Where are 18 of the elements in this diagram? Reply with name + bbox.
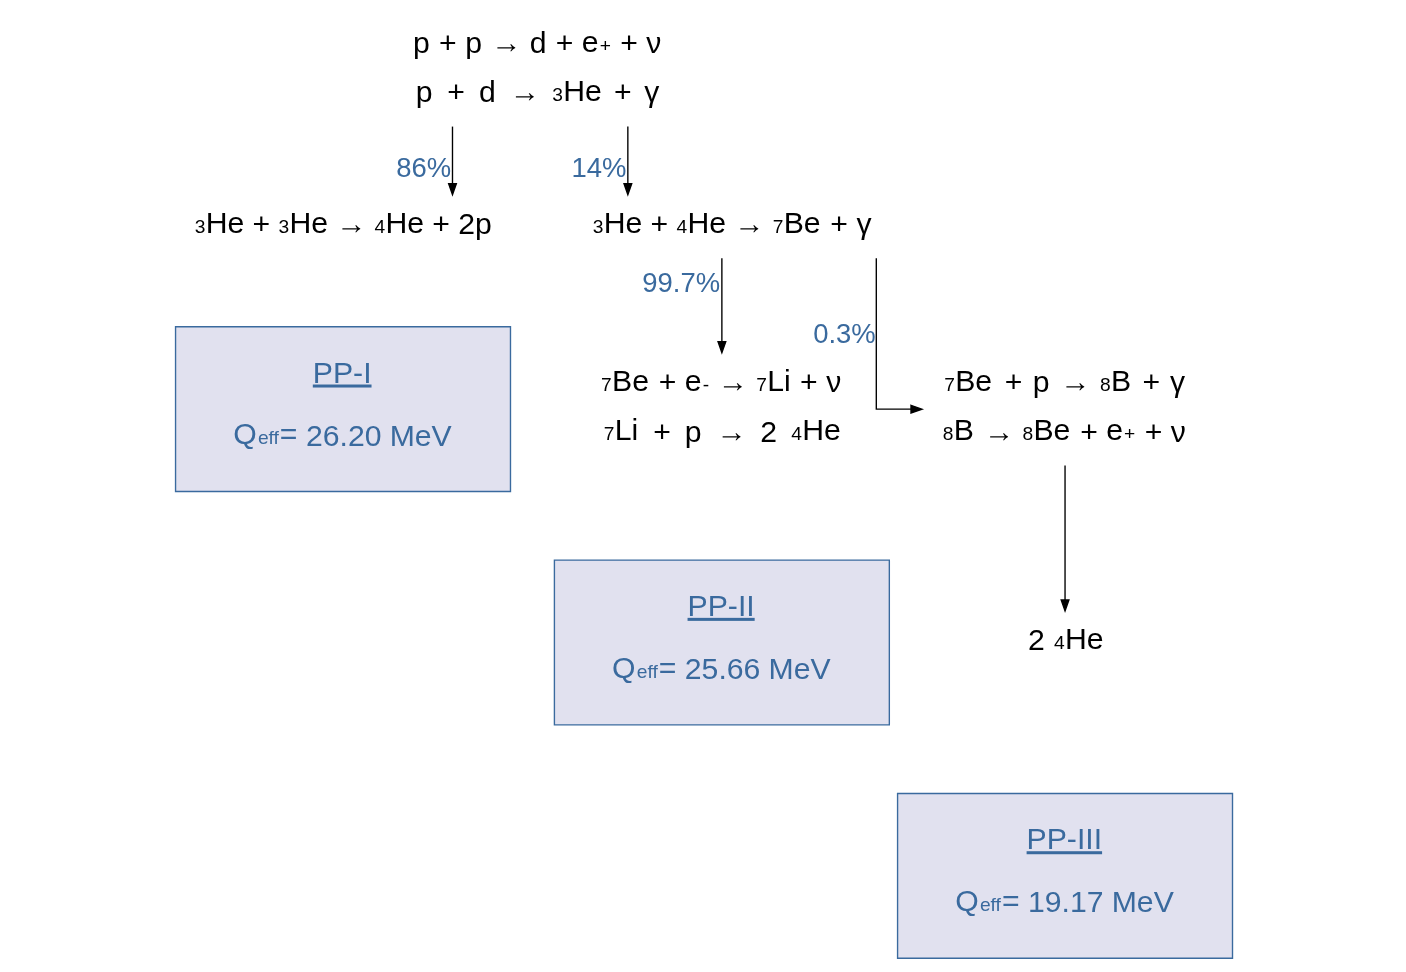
- node-text: 2 4He: [1027, 621, 1104, 657]
- node-box: PP-I Qeff= 26.20 MeV: [174, 326, 512, 493]
- node-text: p + p → d + e+ + ν p + d → 3He + γ: [413, 24, 662, 109]
- edge-label: 0.3%: [813, 317, 876, 349]
- node-text: 3He + 4He → 7Be + γ: [592, 205, 872, 241]
- edge-label: 14%: [571, 152, 627, 184]
- arrow: [1060, 464, 1070, 613]
- edge-label: 86%: [396, 152, 452, 184]
- node-text: 3He + 3He → 4He + 2p: [194, 205, 492, 241]
- edge-label: 99.7%: [642, 266, 721, 298]
- node-text: 7Be + p → 8B + γ 8B → 8Be + e+ + ν: [942, 363, 1186, 448]
- node-text: 7Be + e- → 7Li + ν 7Li + p → 2 4He: [601, 363, 842, 448]
- arrow: [447, 125, 458, 197]
- node-box: PP-III Qeff= 19.17 MeV: [896, 792, 1234, 959]
- node-box: PP-II Qeff= 25.66 MeV: [553, 559, 891, 726]
- arrow: [875, 257, 925, 414]
- arrow: [623, 125, 633, 197]
- arrow: [717, 257, 727, 355]
